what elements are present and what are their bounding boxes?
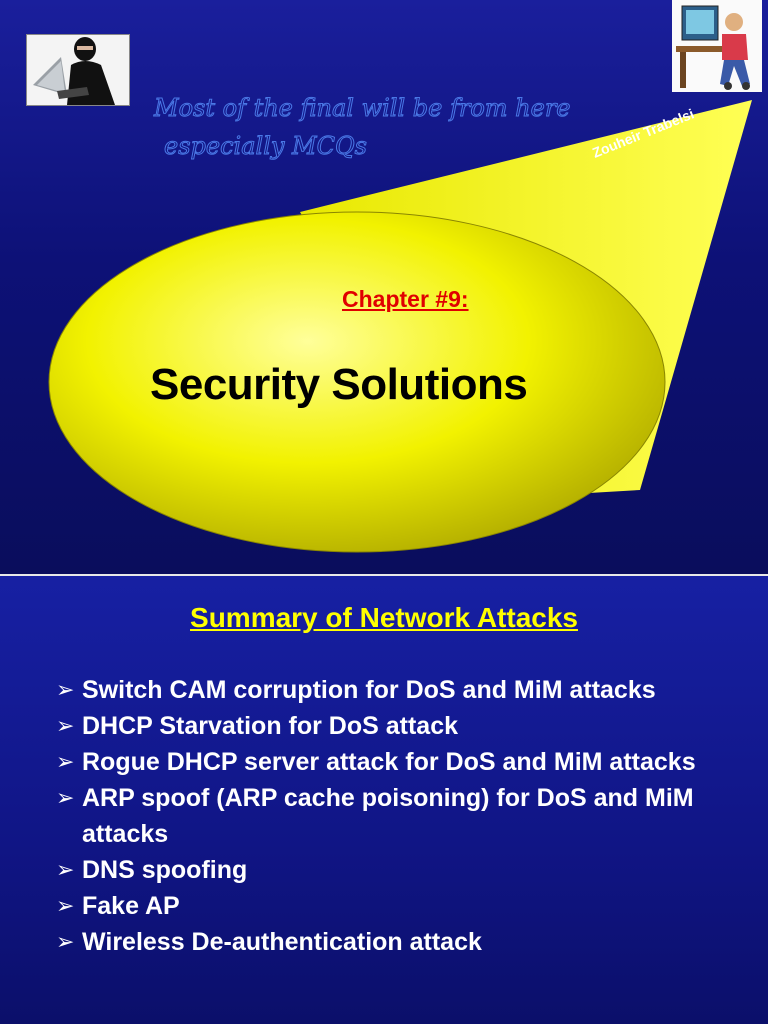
list-item: ➢ Fake AP — [56, 888, 736, 924]
arrow-bullet-icon: ➢ — [56, 929, 75, 954]
title-slide: Most of the final will be from here espe… — [0, 0, 768, 574]
slide-title: Security Solutions — [150, 360, 528, 409]
list-item: ➢ ARP spoof (ARP cache poisoning) for DoS… — [56, 780, 736, 852]
attack-list: ➢ Switch CAM corruption for DoS and MiM a… — [56, 672, 736, 960]
arrow-bullet-icon: ➢ — [56, 893, 75, 918]
summary-title: Summary of Network Attacks — [190, 602, 578, 633]
list-item: ➢ DNS spoofing — [56, 852, 736, 888]
arrow-bullet-icon: ➢ — [56, 677, 75, 702]
list-item-text: DHCP Starvation for DoS attack — [82, 712, 459, 740]
list-item: ➢ Rogue DHCP server attack for DoS and Mi… — [56, 744, 736, 780]
list-item-text: Switch CAM corruption for DoS and MiM at… — [82, 676, 656, 704]
handwritten-line-1: Most of the final will be from here — [153, 94, 571, 122]
list-item-text: Rogue DHCP server attack for DoS and MiM… — [82, 748, 696, 776]
handwritten-note: Most of the final will be from here espe… — [153, 94, 572, 161]
slide-divider — [0, 574, 768, 576]
list-item-text: ARP spoof (ARP cache poisoning) for DoS … — [82, 784, 694, 848]
spotlight-shape — [48, 100, 752, 553]
list-item: ➢ Wireless De-authentication attack — [56, 924, 736, 960]
arrow-bullet-icon: ➢ — [56, 785, 75, 810]
hacker-image — [26, 34, 130, 106]
list-item-text: Fake AP — [82, 892, 180, 920]
list-item-text: DNS spoofing — [82, 856, 248, 884]
handwritten-line-2: especially MCQs — [164, 132, 367, 160]
list-item: ➢ Switch CAM corruption for DoS and MiM a… — [56, 672, 736, 708]
arrow-bullet-icon: ➢ — [56, 713, 75, 738]
list-item-text: Wireless De-authentication attack — [82, 928, 482, 956]
arrow-bullet-icon: ➢ — [56, 749, 75, 774]
person-at-computer-image — [672, 0, 762, 92]
chapter-label: Chapter #9: — [342, 286, 469, 312]
summary-slide: Summary of Network Attacks ➢ Switch CAM c… — [0, 576, 768, 1024]
arrow-bullet-icon: ➢ — [56, 857, 75, 882]
list-item: ➢ DHCP Starvation for DoS attack — [56, 708, 736, 744]
